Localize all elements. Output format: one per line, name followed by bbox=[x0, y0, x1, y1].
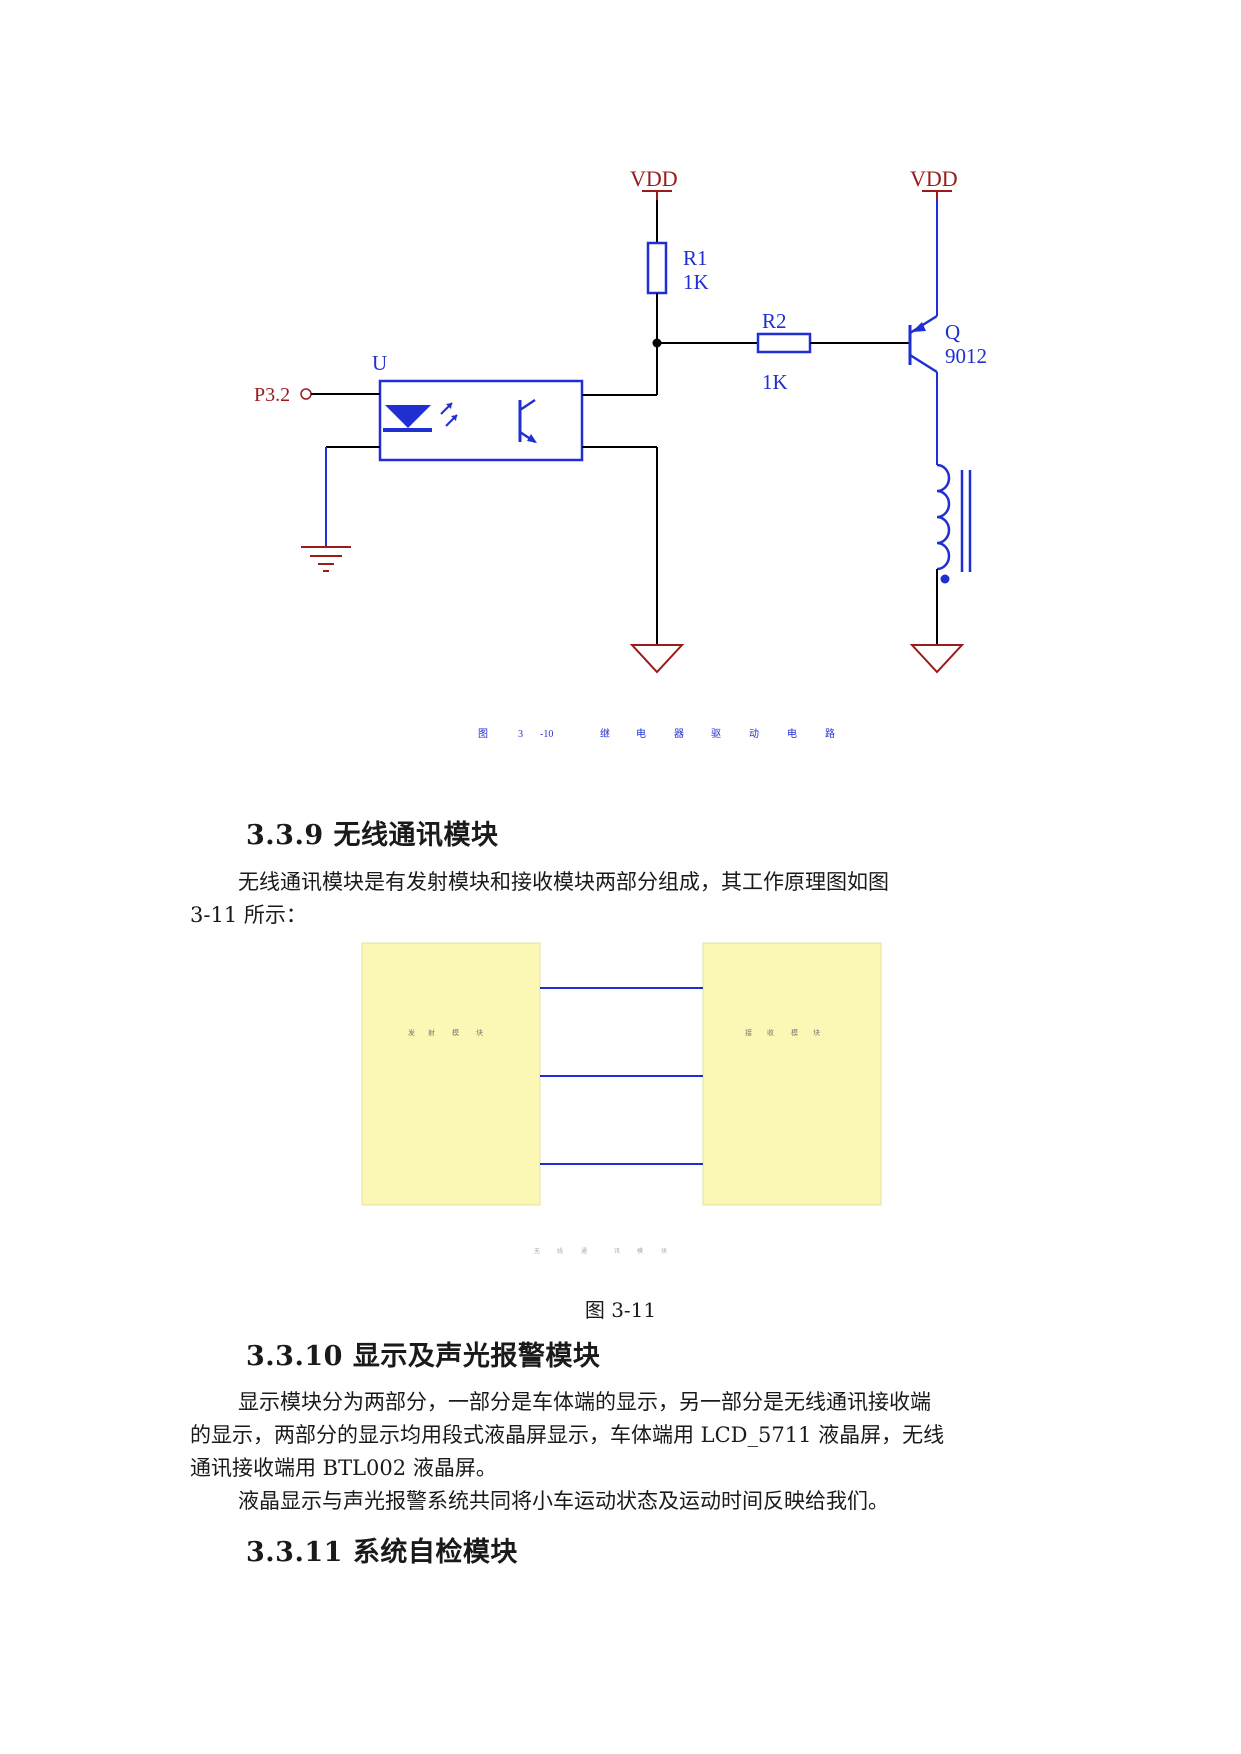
r2-name: R2 bbox=[762, 309, 787, 333]
relay-coil bbox=[936, 463, 972, 645]
box-label-char: 接 bbox=[745, 1028, 752, 1037]
box-label-char: 发 bbox=[408, 1028, 415, 1037]
paragraph-line: 液晶显示与声光报警系统共同将小车运动状态及运动时间反映给我们。 bbox=[238, 1489, 889, 1513]
r1-value: 1K bbox=[683, 270, 709, 294]
box-label-char: 块 bbox=[476, 1028, 483, 1037]
paragraph-line: 通讯接收端用 BTL002 液晶屏。 bbox=[190, 1456, 497, 1480]
box-label-char: 射 bbox=[428, 1028, 435, 1037]
section-heading-339: 3.3.9 无线通讯模块 bbox=[246, 820, 499, 851]
vdd-supply-left: VDD bbox=[630, 166, 678, 200]
ground-symbol-middle bbox=[629, 644, 685, 674]
paragraph-line: 的显示，两部分的显示均用段式液晶屏显示，车体端用 LCD_5711 液晶屏，无线 bbox=[190, 1423, 945, 1447]
caption-char: 路 bbox=[825, 727, 835, 740]
vdd-supply-right: VDD bbox=[910, 166, 958, 200]
caption-char: 继 bbox=[600, 727, 610, 740]
small-caption-char: 讯 bbox=[614, 1247, 620, 1255]
small-caption-char: 线 bbox=[557, 1247, 563, 1255]
paragraph-line: 无线通讯模块是有发射模块和接收模块两部分组成，其工作原理图如图 bbox=[238, 870, 889, 894]
p32-input: P3.2 bbox=[254, 384, 380, 406]
box-label-char: 模 bbox=[452, 1028, 459, 1037]
transmit-box-label: 发 射 模 块 bbox=[408, 1028, 483, 1037]
paragraph-line: 显示模块分为两部分，一部分是车体端的显示，另一部分是无线通讯接收端 bbox=[238, 1390, 931, 1414]
section-heading-3310: 3.3.10 显示及声光报警模块 bbox=[246, 1341, 601, 1372]
caption-char: 动 bbox=[749, 728, 759, 740]
receive-module-box bbox=[702, 942, 882, 1206]
optocoupler-u: U bbox=[372, 351, 584, 462]
resistor-r2: R2 1K bbox=[657, 309, 910, 394]
p32-label: P3.2 bbox=[254, 384, 290, 406]
box-label-char: 收 bbox=[767, 1028, 774, 1037]
u-label: U bbox=[372, 351, 387, 375]
box-label-char: 模 bbox=[791, 1028, 798, 1037]
transistor-q: Q 9012 bbox=[908, 200, 987, 465]
small-caption-char: 无 bbox=[534, 1248, 540, 1255]
figure-3-10-caption: 图 3 -10 继 电 器 驱 动 电 路 bbox=[478, 727, 835, 740]
caption-char: 电 bbox=[787, 727, 797, 740]
caption-char: 器 bbox=[674, 728, 684, 740]
small-caption-char: 模 bbox=[637, 1247, 643, 1255]
section-339-paragraph: 无线通讯模块是有发射模块和接收模块两部分组成，其工作原理图如图 3-11 所示： bbox=[190, 866, 1058, 932]
ground-symbol-right bbox=[909, 644, 965, 674]
transmit-module-box bbox=[361, 942, 541, 1206]
small-caption: 无 线 通 讯 模 块 bbox=[534, 1247, 667, 1255]
caption-char: 3 bbox=[518, 729, 523, 740]
section-3310-paragraph: 显示模块分为两部分，一部分是车体端的显示，另一部分是无线通讯接收端 的显示，两部… bbox=[190, 1386, 1058, 1518]
small-caption-char: 通 bbox=[581, 1247, 587, 1255]
r1-name: R1 bbox=[683, 246, 708, 270]
q-value: 9012 bbox=[945, 344, 987, 368]
caption-char: 图 bbox=[478, 728, 488, 740]
ground-symbol-left bbox=[301, 546, 351, 572]
paragraph-line: 3-11 所示： bbox=[190, 903, 307, 927]
figure-3-11-caption: 图 3-11 bbox=[584, 1298, 657, 1322]
caption-char: 驱 bbox=[711, 728, 721, 740]
receive-box-label: 接 收 模 块 bbox=[745, 1028, 820, 1037]
r2-value: 1K bbox=[762, 370, 788, 394]
box-label-char: 块 bbox=[813, 1028, 820, 1037]
q-name: Q bbox=[945, 320, 960, 344]
vdd-label-left: VDD bbox=[630, 166, 678, 191]
caption-char: -10 bbox=[540, 729, 553, 740]
vdd-label-right: VDD bbox=[910, 166, 958, 191]
relay-drive-circuit: VDD VDD R1 1K R2 1K Q 9012 bbox=[254, 166, 987, 740]
small-caption-char: 块 bbox=[661, 1247, 667, 1255]
section-heading-3311: 3.3.11 系统自检模块 bbox=[246, 1537, 518, 1568]
resistor-r1: R1 1K bbox=[646, 200, 709, 343]
wireless-module-diagram: 发 射 模 块 接 收 模 块 无 线 通 讯 模 块 bbox=[361, 942, 882, 1255]
caption-char: 电 bbox=[636, 727, 646, 740]
